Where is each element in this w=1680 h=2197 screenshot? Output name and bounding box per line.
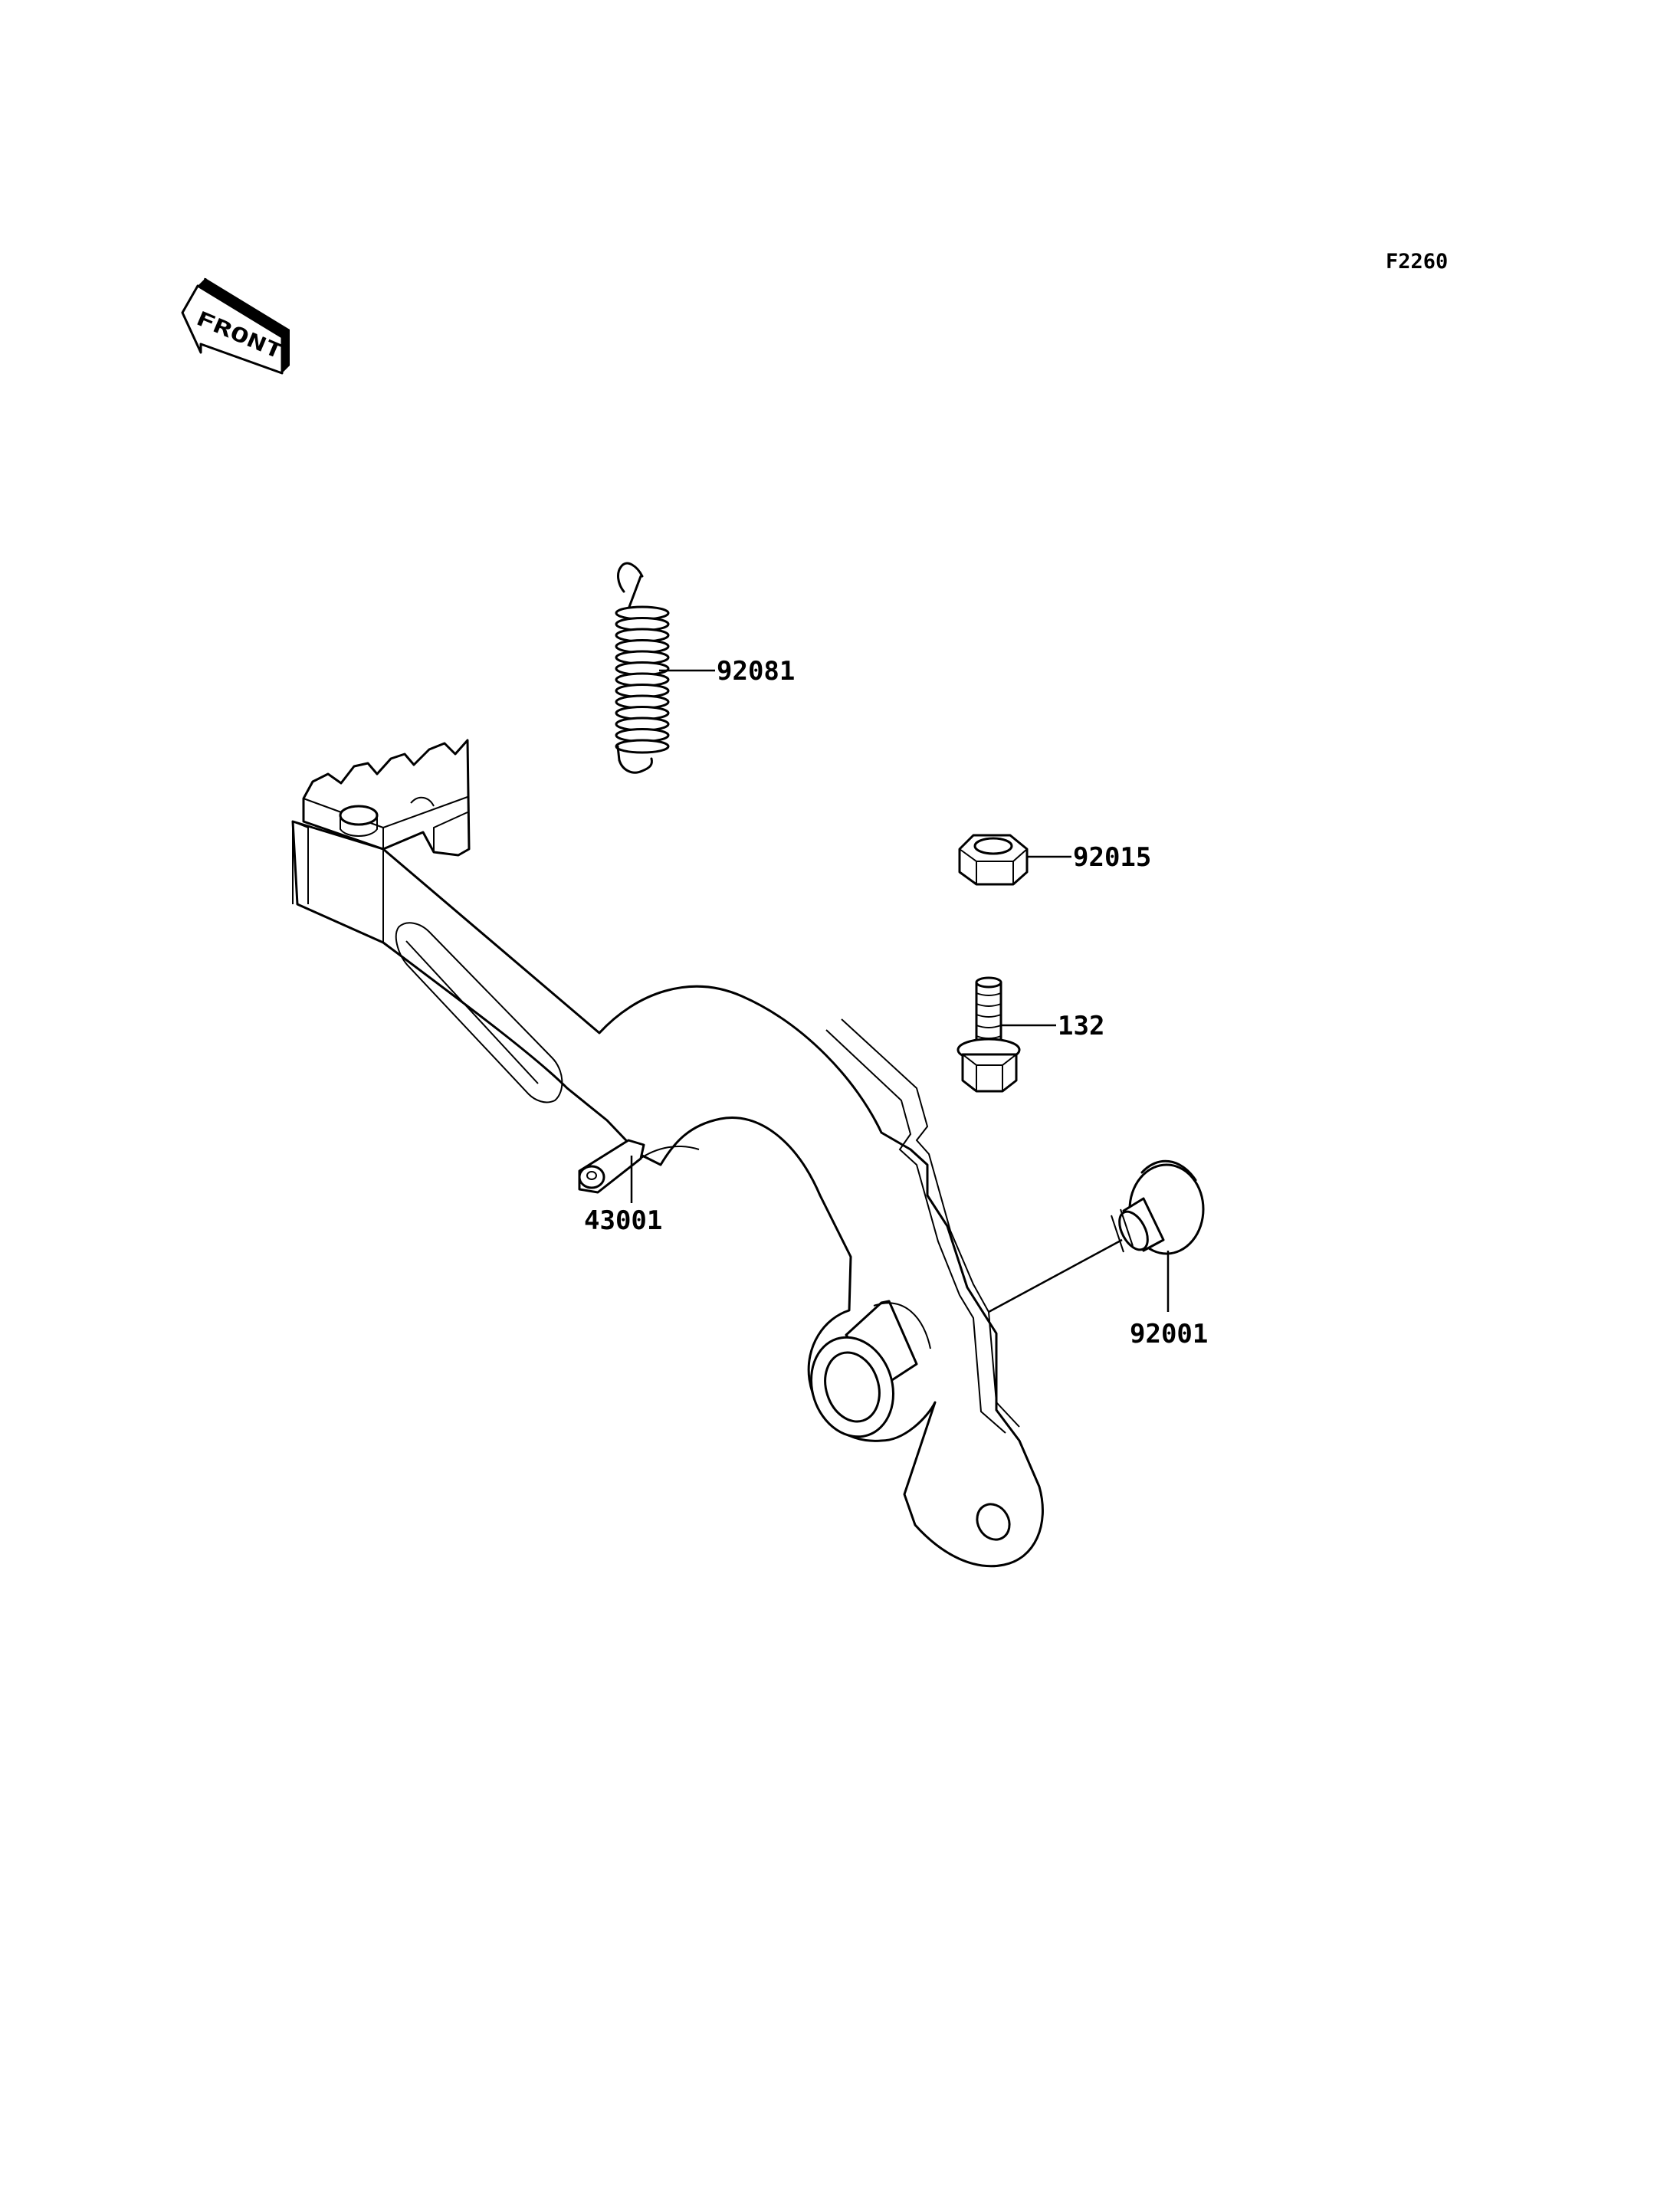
spring-coil	[615, 739, 670, 754]
part-number-92081: 92081	[717, 656, 795, 687]
figure-code: F2260	[1386, 250, 1448, 274]
nut-part-92015	[958, 834, 1029, 886]
part-number-92001: 92001	[1130, 1319, 1208, 1349]
bolt-part-132	[956, 976, 1021, 1093]
pin-alignment-line	[988, 1238, 1123, 1313]
brake-pedal-part-43001	[291, 739, 1044, 1568]
part-number-132: 132	[1058, 1011, 1104, 1041]
spring-part-92081	[615, 562, 670, 774]
pin-part-92001	[1111, 1159, 1205, 1255]
front-arrow-icon: FRONT	[181, 277, 290, 375]
part-number-92015: 92015	[1073, 842, 1151, 873]
part-number-43001: 43001	[584, 1205, 662, 1236]
